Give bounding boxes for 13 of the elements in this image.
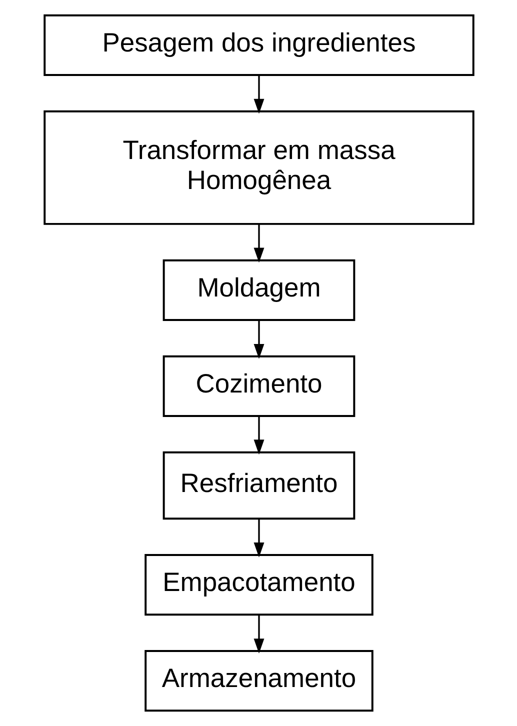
node-box: Moldagem [162,259,355,321]
arrow [253,519,264,558]
arrow [253,416,264,455]
node-box: Transformar em massa Homogênea [43,110,474,225]
node-box: Cozimento [162,355,355,417]
arrow [253,224,264,263]
node-box: Resfriamento [162,451,355,520]
arrow [253,75,264,114]
node-box: Pesagem dos ingredientes [43,14,474,76]
arrow [253,320,264,359]
arrow [253,614,264,654]
node-box: Empacotamento [144,554,373,616]
node-box: Armazenamento [144,650,373,712]
